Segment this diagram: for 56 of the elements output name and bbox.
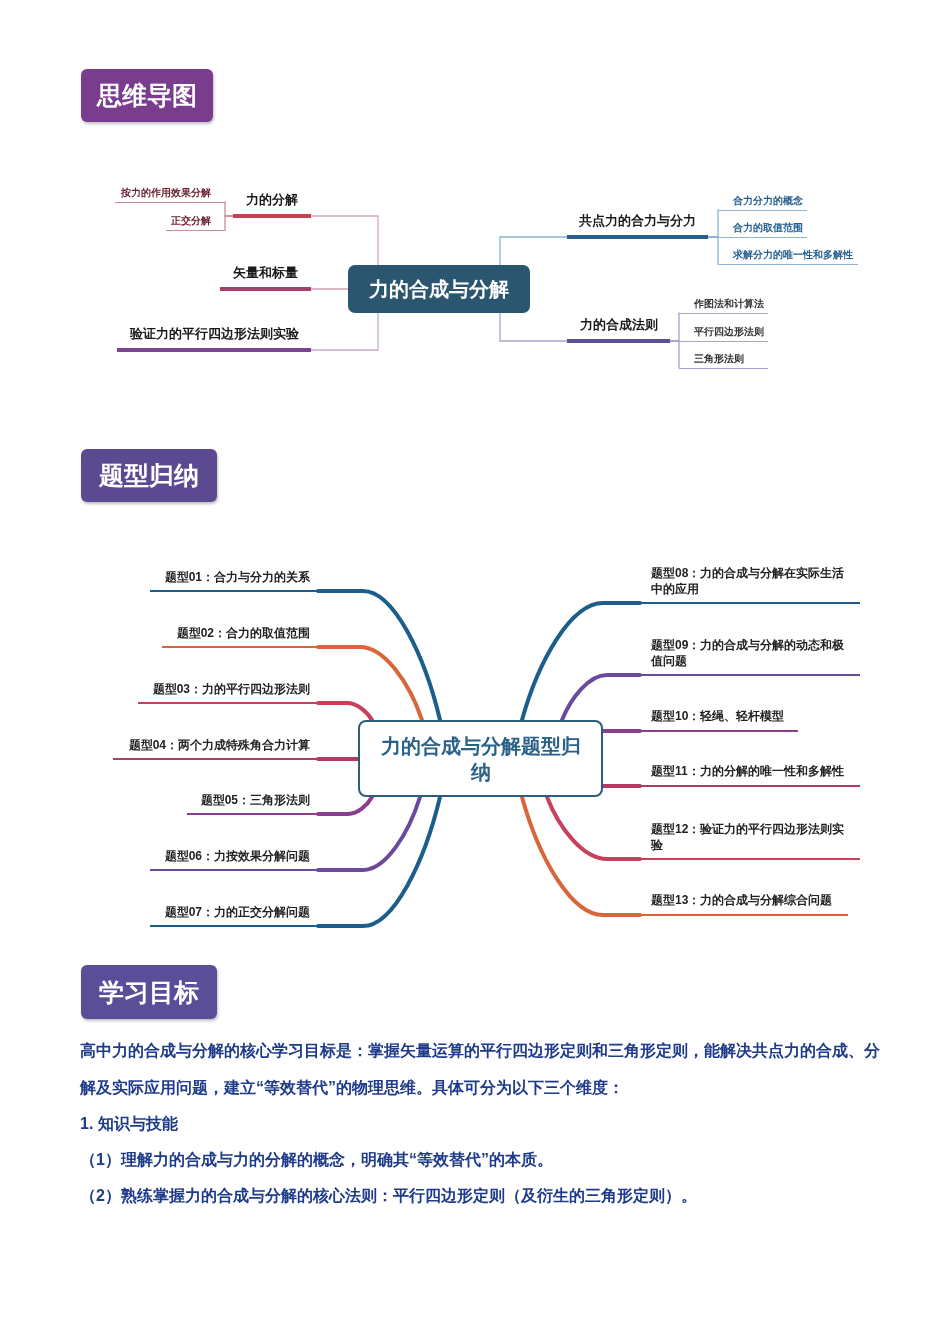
branch-line: [707, 236, 719, 265]
branch-topic: 验证力的平行四边形法则实验: [117, 324, 311, 352]
objective-item: （2）熟练掌握力的合成与分解的核心法则：平行四边形定则（及衍生的三角形定则）。: [80, 1186, 698, 1206]
subtopic: 作图法和计算法: [679, 295, 768, 314]
central-topic-box: 力的合成与分解: [348, 265, 530, 313]
branch-topic: 题型01：合力与分力的关系: [150, 566, 318, 592]
branch-topic: 题型06：力按效果分解问题: [150, 845, 318, 871]
branch-line: [520, 601, 642, 722]
branch-line: [316, 589, 442, 722]
branch-topic: 题型08：力的合成与分解在实际生活中的应用: [640, 563, 860, 604]
branch-line: [316, 795, 374, 816]
branch-topic: 题型04：两个力成特殊角合力计算: [113, 734, 318, 760]
intro-paragraph: 高中力的合成与分解的核心学习目标是：掌握矢量运算的平行四边形定则和三角形定则，能解决共点力的合成、分解及实际应用问题，建立“等效替代”的物理思维。具体可分为以下三个维度：: [80, 1041, 881, 1098]
branch-topic: 矢量和标量: [220, 263, 311, 291]
objective-heading: 1. 知识与技能: [80, 1114, 179, 1134]
branch-topic: 题型02：合力的取值范围: [162, 622, 318, 648]
branch-topic: 题型05：三角形法则: [187, 789, 318, 815]
branch-topic: 题型11：力的分解的唯一性和多解性: [640, 761, 860, 787]
subtopic: 三角形法则: [679, 350, 768, 369]
branch-line: [545, 795, 642, 861]
branch-line: [310, 312, 379, 351]
subtopic: 合力分力的概念: [718, 192, 807, 211]
branch-line: [499, 236, 568, 266]
section-heading: 思维导图: [81, 69, 213, 122]
branch-topic: 题型13：力的合成与分解综合问题: [640, 890, 848, 916]
branch-line: [310, 288, 349, 290]
branch-line: [560, 673, 642, 722]
branch-topic: 力的合成法则: [567, 315, 670, 343]
branch-topic: 题型07：力的正交分解问题: [150, 901, 318, 927]
branch-line: [316, 795, 442, 928]
branch-topic: 题型03：力的平行四边形法则: [138, 678, 318, 704]
branch-line: [669, 340, 680, 369]
subtopic: 正交分解: [166, 212, 225, 231]
section-heading: 题型归纳: [81, 449, 217, 502]
branch-topic: 共点力的合力与分力: [567, 211, 708, 239]
subtopic: 求解分力的唯一性和多解性: [718, 246, 858, 265]
branch-topic: 力的分解: [233, 190, 311, 218]
branch-line: [316, 701, 374, 722]
branch-line: [316, 795, 422, 872]
objective-item: （1）理解力的合成与力的分解的概念，明确其“等效替代”的本质。: [80, 1150, 554, 1170]
branch-line: [224, 215, 234, 231]
branch-line: [601, 729, 642, 733]
subtopic: 按力的作用效果分解: [115, 184, 225, 203]
subtopic: 合力的取值范围: [718, 219, 807, 238]
branch-topic: 题型12：验证力的平行四边形法则实验: [640, 819, 860, 860]
branch-topic: 题型10：轻绳、轻杆模型: [640, 706, 798, 732]
branch-line: [499, 312, 568, 342]
central-topic-box: 力的合成与分解题型归纳: [358, 720, 603, 797]
branch-line: [316, 645, 424, 722]
branch-topic: 题型09：力的合成与分解的动态和极值问题: [640, 635, 860, 676]
branch-line: [601, 784, 642, 788]
branch-line: [520, 795, 642, 917]
section-heading: 学习目标: [81, 965, 217, 1019]
branch-line: [310, 215, 379, 266]
subtopic: 平行四边形法则: [679, 323, 768, 342]
branch-line: [316, 757, 360, 761]
